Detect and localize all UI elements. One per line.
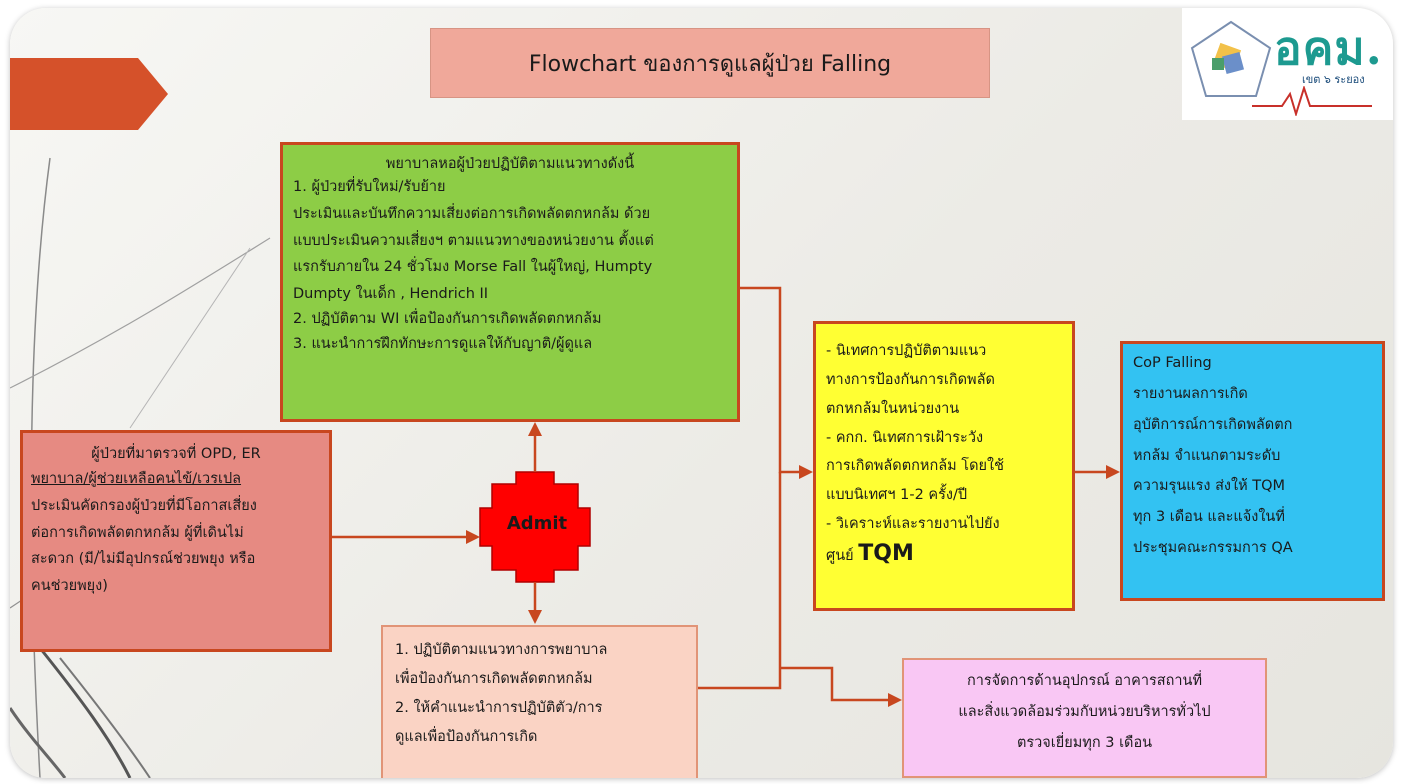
logo-subtext: เขต ๖ ระยอง [1302, 73, 1365, 86]
box-line: - วิเคราะห์และรายงานไปยัง [826, 516, 1000, 533]
box-line: 1. ผู้ป่วยที่รับใหม่/รับย้าย [293, 178, 446, 195]
arrowheads [466, 422, 1120, 707]
decor-curve [38, 647, 132, 778]
box-line: CoP Falling [1133, 355, 1212, 371]
logo-text: อคม. [1274, 21, 1383, 75]
box-line: 2. ให้คำแนะนำการปฏิบัติตัว/การ [395, 699, 603, 716]
supervision-box: - นิเทศการปฏิบัติตามแนว ทางการป้องกันการ… [813, 321, 1075, 611]
box-line: 2. ปฏิบัติตาม WI เพื่อป้องกันการเกิดพลัด… [293, 311, 602, 328]
box-line: ดูแลเพื่อป้องกันการเกิด [395, 728, 538, 745]
box-line: ประชุมคณะกรรมการ QA [1133, 540, 1293, 557]
box-line: การจัดการด้านอุปกรณ์ อาคารสถานที่ [966, 673, 1203, 689]
box-line: ทางการป้องกันการเกิดพลัด [826, 371, 995, 388]
box-line: แบบนิเทศฯ 1-2 ครั้ง/ปี [826, 487, 968, 504]
logo-emblem-icon [1190, 20, 1272, 97]
box-line: ศูนย์ TQM [826, 540, 1062, 569]
box-line: ประเมินคัดกรองผู้ป่วยที่มีโอกาสเสี่ยง [31, 497, 257, 514]
box-line: Dumpty ในเด็ก , Hendrich II [293, 286, 489, 303]
box-line: 3. แนะนำการฝึกทักษะการดูแลให้กับญาติ/ผู้… [293, 335, 593, 352]
box-line: หกล้ม จำแนกตามระดับ [1133, 447, 1281, 464]
nursing-guideline-box: 1. ปฏิบัติตามแนวทางการพยาบาล เพื่อป้องกั… [381, 625, 698, 778]
cop-falling-box: CoP Falling รายงานผลการเกิด อุบัติการณ์ก… [1120, 341, 1385, 601]
box-line: รายงานผลการเกิด [1133, 385, 1248, 402]
tqm-prefix: ศูนย์ [826, 547, 859, 564]
box-line: ประเมินและบันทึกความเสี่ยงต่อการเกิดพลัด… [293, 205, 651, 222]
decor-curve [129, 247, 251, 429]
decor-curve [10, 707, 67, 778]
connectors [332, 286, 1110, 702]
box-line: และสิ่งแวดล้อมร่วมกับหน่วยบริหารทั่วไป [958, 703, 1211, 720]
logo: อคม. เขต ๖ ระยอง [1182, 8, 1393, 120]
box-line: เพื่อป้องกันการเกิดพลัดตกหกล้ม [395, 670, 593, 687]
admit-shape [479, 471, 591, 583]
decor-curve [30, 157, 51, 778]
opd-screening-box: ผู้ป่วยที่มาตรวจที่ OPD, ER พยาบาล/ผู้ช่… [20, 430, 332, 652]
heartbeat-line-icon [1252, 86, 1372, 116]
facility-management-box: การจัดการด้านอุปกรณ์ อาคารสถานที่ และสิ่… [902, 658, 1267, 778]
box-line: พยาบาลหอผู้ป่วยปฏิบัติตามแนวทางดังนี้ [385, 156, 635, 172]
box-line: 1. ปฏิบัติตามแนวทางการพยาบาล [395, 642, 608, 658]
box-line: ต่อการเกิดพลัดตกหกล้ม ผู้ที่เดินไม่ [31, 524, 244, 541]
box-line: - นิเทศการปฏิบัติตามแนว [826, 343, 987, 359]
admit-label: Admit [506, 513, 568, 534]
page-title: Flowchart ของการดูแลผู้ป่วย Falling [430, 28, 990, 98]
box-line: ทุก 3 เดือน และแจ้งในที่ [1133, 509, 1285, 526]
orange-arrow-banner [10, 58, 168, 130]
box-line: การเกิดพลัดตกหกล้ม โดยใช้ [826, 458, 1004, 475]
box-line: ตรวจเยี่ยมทุก 3 เดือน [1016, 734, 1153, 751]
box-line: แบบประเมินความเสี่ยงฯ ตามแนวทางของหน่วยง… [293, 232, 654, 249]
box-line: คนช่วยพยุง) [31, 578, 108, 595]
box-line: สะดวก (มี/ไม่มีอุปกรณ์ช่วยพยุง หรือ [31, 551, 256, 568]
background-decoration [10, 58, 1120, 778]
decor-curve [10, 237, 271, 389]
box-line: พยาบาล/ผู้ช่วยเหลือคนไข้/เวรเปล [31, 470, 242, 487]
ward-nursing-box: พยาบาลหอผู้ป่วยปฏิบัติตามแนวทางดังนี้ 1.… [280, 142, 740, 422]
tqm-label: TQM [858, 540, 914, 566]
box-line: อุบัติการณ์การเกิดพลัดตก [1133, 416, 1293, 433]
box-line: แรกรับภายใน 24 ชั่วโมง Morse Fall ในผู้ใ… [293, 259, 653, 276]
box-line: ผู้ป่วยที่มาตรวจที่ OPD, ER [91, 446, 261, 462]
box-line: ความรุนแรง ส่งให้ TQM [1133, 478, 1286, 495]
slide: Flowchart ของการดูแลผู้ป่วย Falling อคม.… [10, 8, 1393, 778]
box-line: - คกก. นิเทศการเฝ้าระวัง [826, 429, 984, 446]
box-line: ตกหกล้มในหน่วยงาน [826, 400, 960, 417]
decor-curve [59, 657, 151, 778]
